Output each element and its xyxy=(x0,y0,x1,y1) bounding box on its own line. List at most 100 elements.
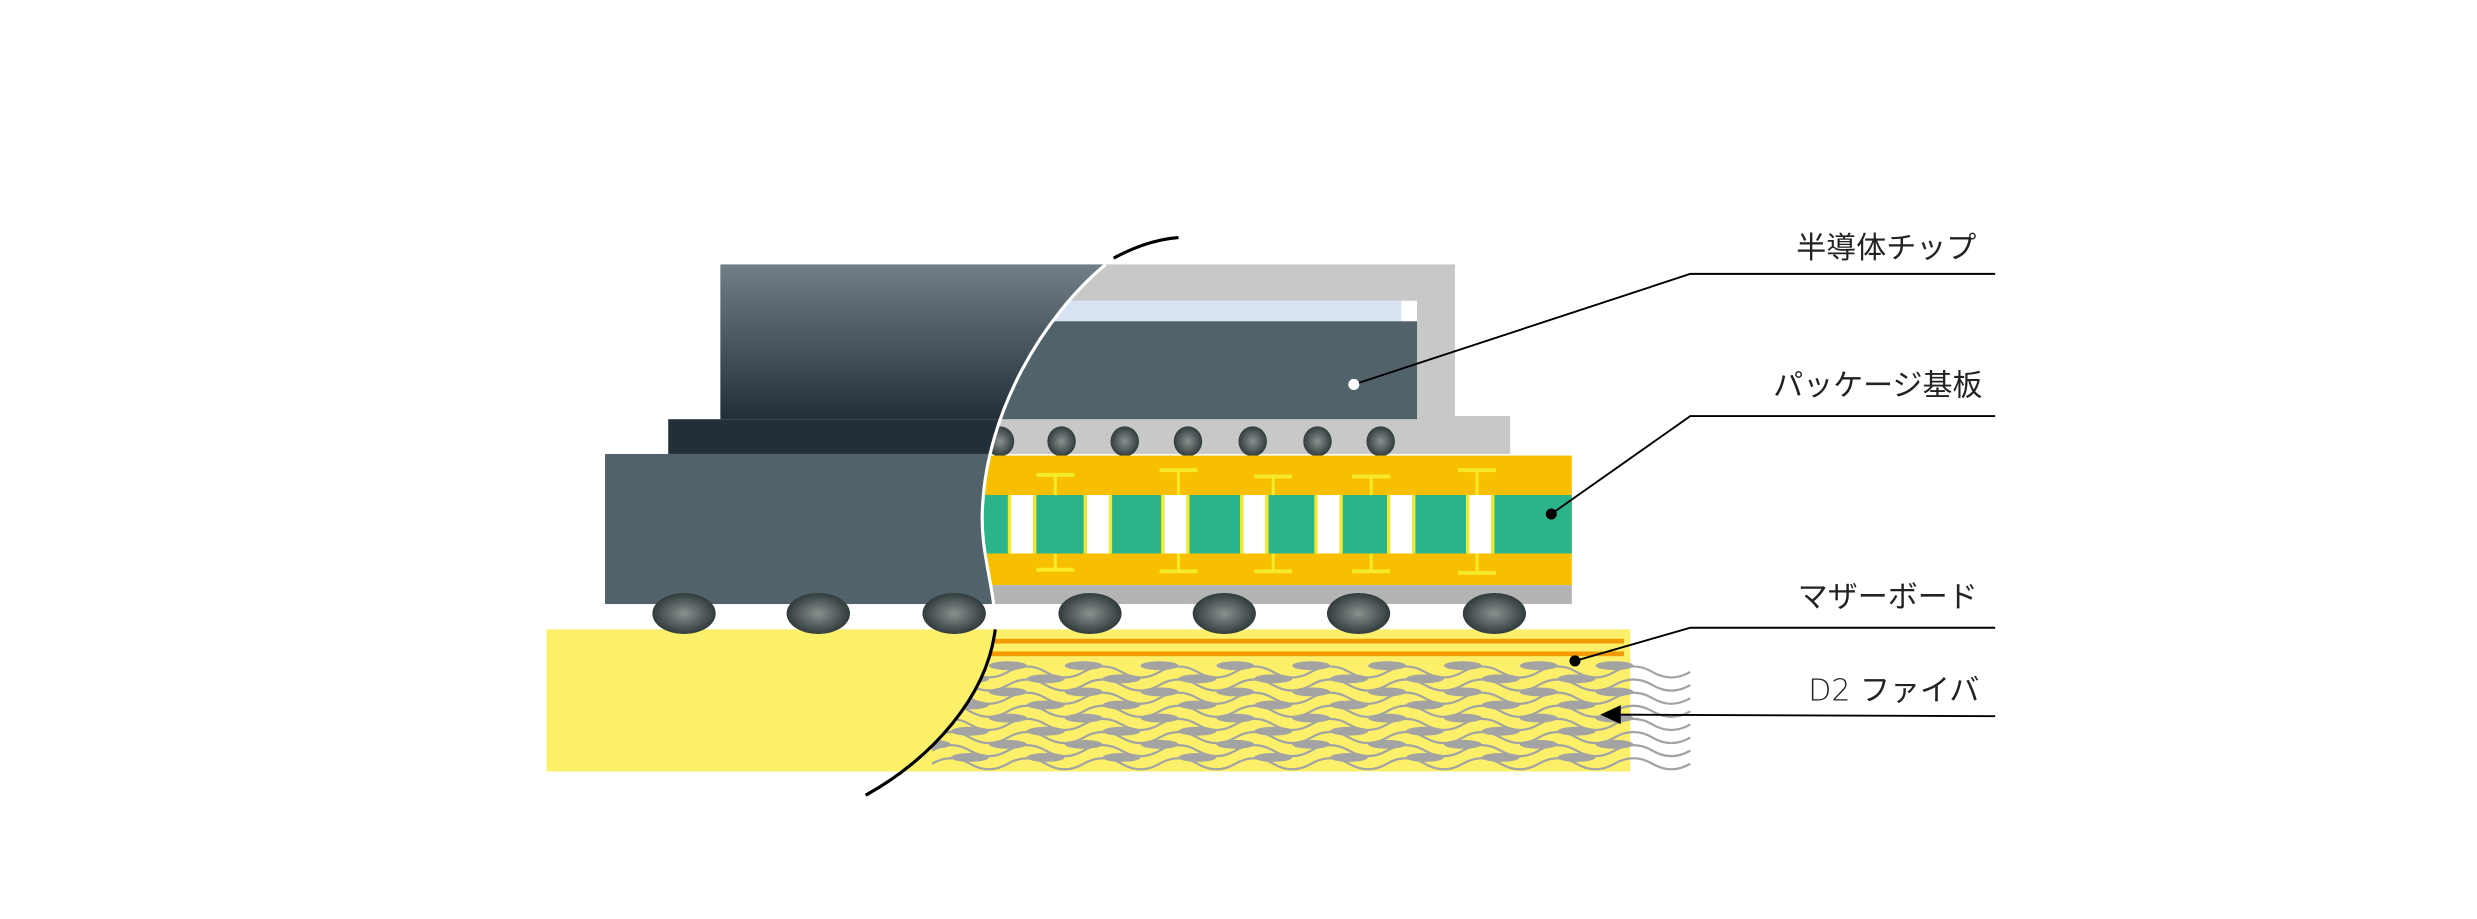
callout-line-motherboard xyxy=(1574,626,1996,662)
fiber-bundle xyxy=(1481,726,1520,736)
label-chip: 半導体チップ xyxy=(1796,231,1976,266)
micro-bump xyxy=(1110,426,1139,457)
fiber-bundle xyxy=(1405,700,1444,710)
fiber-bundle xyxy=(1557,674,1596,684)
via-gap xyxy=(1086,495,1109,554)
micro-bump xyxy=(1047,426,1076,457)
fiber-bundle xyxy=(1140,713,1179,723)
fiber-bundle xyxy=(1178,753,1217,762)
via-post xyxy=(1271,476,1275,496)
via-post xyxy=(1053,553,1057,570)
via-wall xyxy=(1186,495,1190,554)
fiber-bundle xyxy=(1026,753,1065,762)
fiber-bundle xyxy=(1443,687,1482,697)
via-wall xyxy=(1314,495,1318,554)
fiber-bundle xyxy=(1443,739,1482,749)
fiber-bundle xyxy=(1481,753,1520,762)
label-motherboard: マザーボード xyxy=(1798,580,1978,615)
fiber-bundle xyxy=(1254,674,1293,684)
trace xyxy=(1159,569,1198,574)
callout-line-fiber xyxy=(1614,713,1996,718)
fiber-bundle xyxy=(1519,713,1558,723)
fiber-bundle xyxy=(1102,753,1141,762)
fiber-bundle xyxy=(1519,687,1558,697)
fiber-bundle xyxy=(1064,687,1103,697)
via-gap xyxy=(1164,495,1187,554)
micro-bump xyxy=(1303,426,1332,457)
fiber-bundle xyxy=(1405,674,1444,684)
via-gap xyxy=(1469,495,1492,554)
solder-ball xyxy=(786,592,850,635)
trace xyxy=(1254,569,1293,574)
via-wall xyxy=(1161,495,1165,554)
arrow-icon xyxy=(1600,705,1621,725)
via-post xyxy=(1053,474,1057,496)
via-wall xyxy=(1491,495,1495,554)
via-wall xyxy=(1265,495,1269,554)
fiber-bundle xyxy=(1254,726,1293,736)
micro-bump xyxy=(1173,426,1203,457)
fiber-bundle xyxy=(1595,661,1634,671)
fiber-bundle xyxy=(1519,661,1558,671)
fiber-bundle xyxy=(1140,687,1179,697)
via-gap xyxy=(1243,495,1266,554)
fiber-bundle xyxy=(1216,713,1255,723)
fiber-bundle xyxy=(1368,687,1406,697)
fiber-bundle xyxy=(1292,713,1331,723)
fiber-bundle xyxy=(1102,700,1141,710)
fiber-bundle xyxy=(1216,661,1255,671)
fiber-bundle xyxy=(1102,674,1141,684)
solder-ball xyxy=(1058,592,1122,635)
via-wall xyxy=(1033,495,1037,554)
via-post xyxy=(1176,469,1181,496)
fiber-bundle xyxy=(1481,700,1520,710)
fiber-bundle xyxy=(988,661,1027,671)
fiber-bundle xyxy=(1368,713,1406,723)
fiber-bundle xyxy=(1292,661,1331,671)
d2-fiber-weave xyxy=(913,661,1691,771)
fiber-strand xyxy=(931,704,1691,718)
via-post xyxy=(1176,553,1181,571)
fiber-bundle xyxy=(1330,674,1369,684)
fiber-bundle xyxy=(1330,753,1369,762)
trace xyxy=(1352,569,1391,574)
via-wall xyxy=(1083,495,1087,554)
cut-line-top xyxy=(1112,235,1179,260)
fiber-bundle xyxy=(1368,739,1406,749)
via-wall xyxy=(1108,495,1113,554)
fiber-bundle xyxy=(1557,753,1596,762)
callout-line-chip xyxy=(1353,272,1996,386)
fiber-bundle xyxy=(988,739,1027,749)
label-fiber: D2 ファイバ xyxy=(1808,673,1979,708)
fiber-strand xyxy=(931,730,1691,745)
fiber-bundle xyxy=(1216,687,1255,697)
via-wall xyxy=(1007,495,1012,554)
fiber-bundle xyxy=(1481,674,1520,684)
fiber-bundle xyxy=(950,726,989,736)
fiber-bundle xyxy=(1405,726,1444,736)
fiber-bundle xyxy=(1292,739,1331,749)
cut-line xyxy=(980,263,1107,630)
fiber-bundle xyxy=(1443,713,1482,723)
via-gap xyxy=(1317,495,1340,554)
via-post xyxy=(1475,553,1479,573)
via-wall xyxy=(1339,495,1343,554)
solder-ball xyxy=(652,592,716,635)
via-post xyxy=(1369,553,1373,571)
trace xyxy=(1036,567,1075,572)
fiber-bundle xyxy=(1102,726,1141,736)
solder-ball xyxy=(1462,592,1527,635)
fiber-bundle xyxy=(1254,753,1293,762)
fiber-bundle xyxy=(1595,739,1634,749)
trace xyxy=(1458,570,1496,575)
fiber-bundle xyxy=(1140,739,1179,749)
fiber-bundle xyxy=(1557,726,1596,736)
fiber-bundle xyxy=(1064,739,1103,749)
fiber-bundle xyxy=(950,753,989,762)
fiber-bundle xyxy=(1178,700,1217,710)
copper-layer xyxy=(947,638,1624,644)
fiber-bundle xyxy=(1178,726,1217,736)
fiber-bundle xyxy=(1519,739,1558,749)
micro-bump xyxy=(1366,426,1395,457)
